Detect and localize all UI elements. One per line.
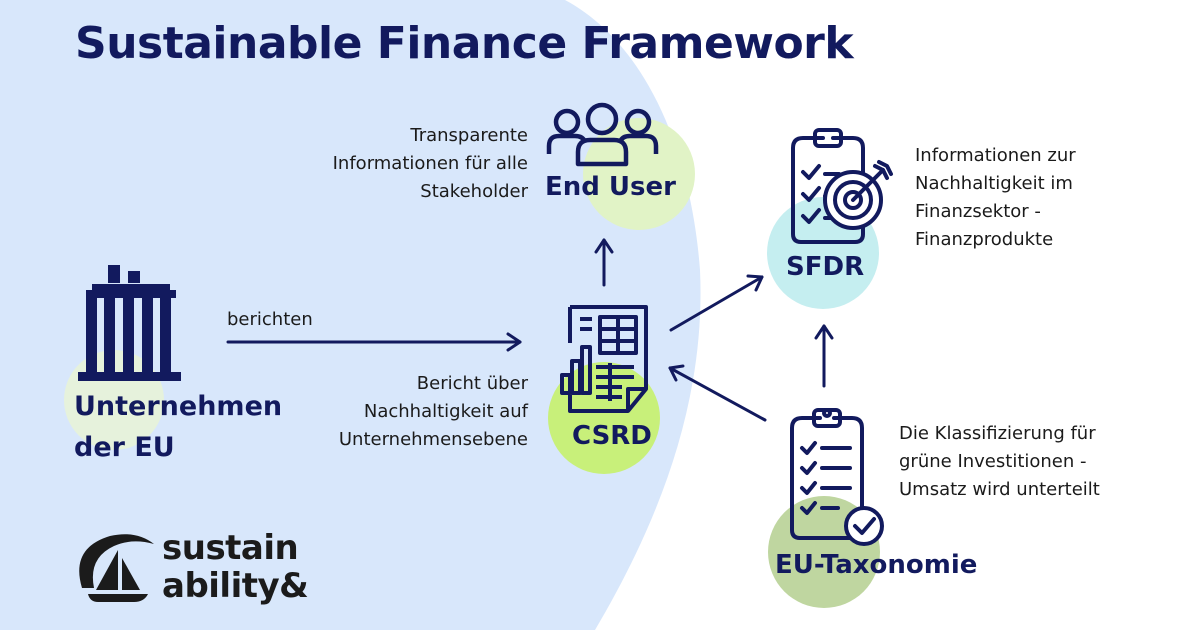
clipboard-target-icon	[791, 128, 893, 244]
sfdr-description-line: Finanzprodukte	[915, 229, 1054, 250]
company-label-line2: der EU	[74, 432, 175, 463]
people-group-icon	[546, 102, 659, 167]
page-title: Sustainable Finance Framework	[75, 18, 854, 69]
arrow-company-to-csrd	[226, 332, 522, 352]
logo-text-line1: sustain	[162, 528, 299, 568]
arrow-taxonomy-to-sfdr	[814, 324, 834, 388]
end-user-description: Transparente Informationen für alle Stak…	[333, 122, 528, 206]
taxonomy-description-line: grüne Investitionen -	[899, 451, 1087, 472]
sfdr-description: Informationen zur Nachhaltigkeit im Fina…	[915, 142, 1076, 254]
taxonomy-description: Die Klassifizierung für grüne Investitio…	[899, 420, 1100, 504]
arrow-csrd-to-sfdr	[669, 274, 764, 332]
csrd-label: CSRD	[572, 421, 652, 451]
csrd-circle	[548, 362, 660, 474]
taxonomy-description-line: Die Klassifizierung für	[899, 423, 1096, 444]
end-user-description-line: Stakeholder	[420, 181, 528, 202]
end-user-label: End User	[545, 172, 676, 202]
end-user-description-line: Transparente	[410, 125, 528, 146]
end-user-description-line: Informationen für alle	[332, 153, 528, 174]
logo-text-line2: ability&	[162, 566, 309, 606]
building-icon	[78, 265, 181, 381]
csrd-description-line: Unternehmensebene	[338, 429, 528, 450]
sailboat-logo-icon	[79, 534, 154, 602]
report-document-icon	[560, 305, 648, 413]
clipboard-checklist-icon	[790, 408, 884, 546]
arrow-taxonomy-to-csrd	[668, 364, 767, 422]
csrd-description: Bericht über Nachhaltigkeit auf Unterneh…	[339, 370, 528, 454]
sfdr-label: SFDR	[786, 252, 865, 282]
sfdr-description-line: Nachhaltigkeit im	[915, 173, 1073, 194]
csrd-description-line: Nachhaltigkeit auf	[363, 401, 528, 422]
taxonomy-description-line: Umsatz wird unterteilt	[899, 479, 1100, 500]
taxonomy-label: EU-Taxonomie	[775, 550, 978, 580]
sfdr-description-line: Finanzsektor -	[915, 201, 1041, 222]
csrd-description-line: Bericht über	[416, 373, 528, 394]
brand-logo: sustain ability&	[74, 528, 374, 613]
arrow-csrd-to-end-user	[594, 238, 614, 287]
sfdr-description-line: Informationen zur	[915, 145, 1076, 166]
arrow-label-report: berichten	[227, 309, 313, 330]
company-label-line1: Unternehmen	[74, 391, 283, 422]
